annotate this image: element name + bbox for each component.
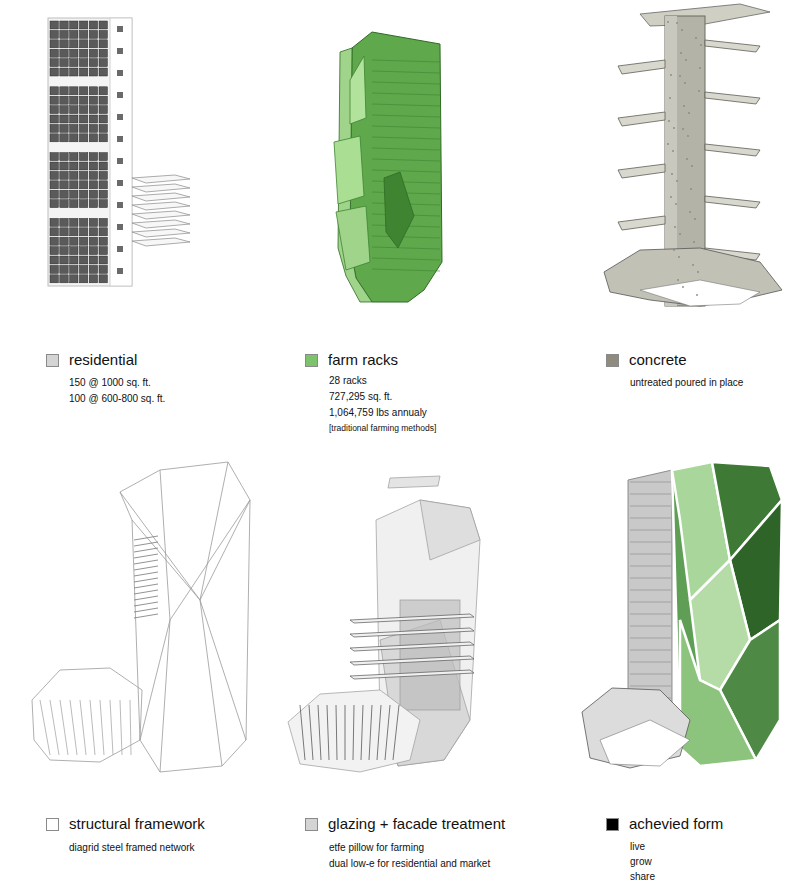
caption-note: diagrid steel framed network — [69, 842, 195, 854]
diagrid-frame — [32, 462, 250, 772]
legend-swatch — [46, 818, 59, 831]
caption-note: [traditional farming methods] — [329, 423, 436, 433]
legend-text: residential — [69, 351, 137, 369]
legend-swatch — [305, 354, 318, 367]
caption-note: 100 @ 600-800 sq. ft. — [69, 393, 165, 405]
legend-text: farm racks — [328, 351, 398, 369]
legend-text: concrete — [629, 351, 687, 369]
caption-note: grow — [630, 856, 652, 868]
legend-text: structural framework — [69, 815, 205, 833]
legend-text: glazing + facade treatment — [328, 815, 505, 833]
legend-swatch — [606, 818, 619, 831]
caption-note: untreated poured in place — [630, 377, 743, 389]
caption-note: 727,295 sq. ft. — [329, 391, 392, 403]
residential-tower — [48, 18, 190, 286]
caption-note: 1,064,759 lbs annualy — [329, 407, 427, 419]
legend-text: achevied form — [629, 815, 723, 833]
legend-swatch — [305, 818, 318, 831]
glazing-panels — [288, 476, 480, 772]
concrete-core — [604, 4, 782, 306]
caption-note: etfe pillow for farming — [329, 842, 424, 854]
caption-note: dual low-e for residential and market — [329, 858, 490, 870]
caption-note: share — [630, 871, 655, 883]
legend-swatch — [606, 354, 619, 367]
caption-note: live — [630, 841, 645, 853]
caption-note: 150 @ 1000 sq. ft. — [69, 377, 151, 389]
caption-note: 28 racks — [329, 375, 367, 387]
farm-rack-mass — [334, 32, 442, 302]
achieved-tower — [582, 462, 782, 768]
legend-swatch — [46, 354, 59, 367]
